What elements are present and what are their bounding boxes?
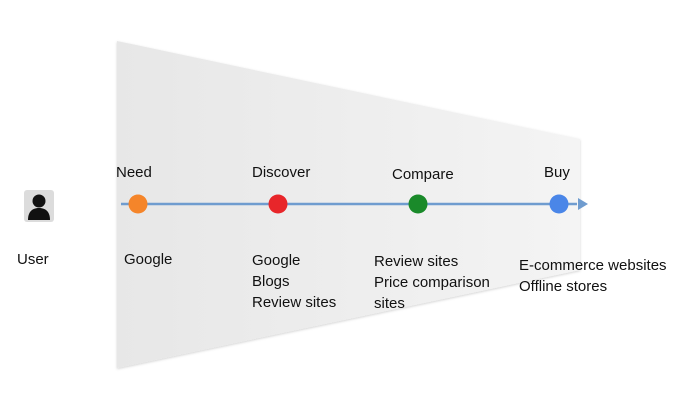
source-item: Google	[252, 252, 301, 269]
stage-title-discover: Discover	[252, 164, 311, 181]
stage-marker-discover	[268, 194, 288, 214]
stage-title-buy: Buy	[544, 164, 570, 181]
source-item: sites	[374, 295, 405, 312]
stage-title-compare: Compare	[392, 166, 454, 183]
source-item: Review sites	[252, 294, 337, 311]
buy-sources: E-commerce websites Offline stores	[519, 255, 667, 297]
arrowhead	[578, 198, 588, 210]
stage-marker-buy	[549, 194, 569, 214]
discover-sources: Google Blogs Review sites	[252, 250, 336, 313]
stage-title-need: Need	[116, 164, 152, 181]
need-sources: Google	[124, 249, 172, 270]
source-item: Google	[124, 251, 173, 268]
person-icon	[24, 190, 54, 222]
stage-marker-need	[128, 194, 148, 214]
stage-marker-compare	[408, 194, 428, 214]
source-item: Offline stores	[519, 278, 608, 295]
compare-sources: Review sites Price comparison sites	[374, 251, 490, 314]
source-item: Blogs	[252, 273, 290, 290]
source-item: Price comparison	[374, 274, 490, 291]
source-item: E-commerce websites	[519, 257, 667, 274]
actor-label: User	[17, 251, 49, 268]
source-item: Review sites	[374, 253, 459, 270]
